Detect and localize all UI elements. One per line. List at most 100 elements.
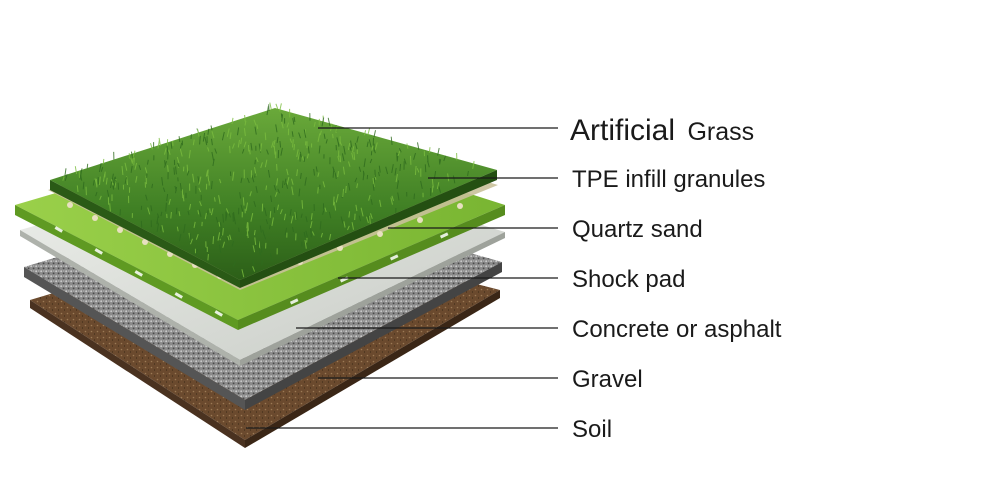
grass-blade: [306, 153, 309, 159]
grass-blade: [313, 168, 315, 176]
grass-blade: [322, 210, 325, 215]
grass-blade: [390, 136, 393, 145]
grass-blade: [286, 176, 290, 185]
grass-blade: [252, 259, 255, 265]
grass-blade: [207, 254, 209, 261]
grass-blade: [293, 144, 295, 151]
grass-blade: [179, 183, 182, 191]
grass-blade: [64, 174, 68, 181]
grass-blade: [178, 233, 182, 242]
grass-blade: [305, 230, 308, 238]
grass-blade: [276, 178, 279, 186]
grass-blade: [173, 167, 175, 175]
grass-blade: [195, 249, 199, 256]
grass-blade: [237, 127, 240, 136]
grass-blade: [240, 204, 244, 213]
grass-blade: [76, 185, 79, 192]
grass-blade: [109, 203, 111, 212]
grass-blade: [295, 211, 298, 221]
grass-blade: [292, 226, 294, 232]
grass-blade: [226, 236, 229, 242]
grass-blade: [291, 178, 294, 185]
grass-blade: [349, 146, 352, 151]
grass-blade: [467, 170, 469, 177]
grass-blade: [300, 172, 302, 179]
grass-blade: [358, 166, 362, 172]
grass-blade: [311, 231, 315, 236]
grass-blade: [272, 139, 276, 148]
grass-blade: [351, 222, 354, 230]
grass-blade: [102, 158, 105, 165]
grass-blade: [258, 241, 261, 249]
grass-blade: [189, 203, 192, 210]
grass-blade: [286, 168, 289, 176]
grass-blade: [262, 229, 265, 236]
grass-blade: [157, 213, 160, 219]
grass-blade: [92, 180, 95, 186]
grass-blade: [270, 195, 273, 202]
grass-blade: [370, 199, 373, 205]
grass-blade: [350, 140, 353, 148]
grass-blade: [226, 128, 230, 137]
grass-blade: [204, 212, 207, 220]
grass-blade: [198, 187, 201, 193]
grass-blade: [399, 163, 402, 171]
grass-blade: [354, 177, 358, 183]
grass-blade: [198, 176, 202, 185]
grass-blade: [398, 148, 402, 153]
grass-blade: [472, 161, 475, 169]
grass-blade: [132, 157, 134, 163]
grass-blade: [301, 200, 304, 209]
grass-blade: [264, 207, 267, 217]
grass-blade: [62, 175, 65, 181]
grass-blade: [207, 169, 209, 177]
grass-blade: [231, 241, 235, 247]
grass-blade: [337, 171, 339, 178]
grass-blade: [348, 161, 351, 167]
grass-blade: [323, 133, 326, 139]
grass-blade: [244, 120, 247, 126]
grass-blade: [263, 234, 267, 240]
grass-blade: [254, 126, 257, 135]
grass-blade: [373, 130, 376, 138]
grass-blade: [249, 149, 251, 155]
grass-blade: [112, 185, 114, 190]
grass-blade: [257, 241, 260, 247]
grass-blade: [187, 210, 190, 216]
grass-blade: [232, 261, 236, 267]
grass-blade: [310, 213, 313, 220]
grass-blade: [360, 207, 364, 217]
grass-blade: [145, 194, 148, 201]
grass-blade: [275, 124, 278, 133]
grass-blade: [252, 266, 256, 272]
grass-blade: [318, 145, 321, 154]
grass-blade: [315, 166, 318, 172]
grass-blade: [207, 175, 210, 182]
grass-blade: [161, 177, 164, 186]
grass-blade: [269, 224, 271, 230]
grass-blade: [175, 166, 177, 175]
grass-blade: [347, 142, 351, 150]
grass-blade: [64, 168, 67, 177]
grass-blade: [209, 208, 211, 214]
grass-blade: [452, 175, 456, 184]
grass-blade: [355, 204, 358, 212]
grass-blade: [102, 173, 106, 182]
grass-blade: [111, 173, 114, 182]
grass-blade: [253, 119, 257, 126]
grass-blade: [260, 162, 263, 168]
grass-blade: [273, 184, 277, 191]
grass-blade: [150, 205, 153, 212]
grass-blade: [182, 194, 185, 202]
grass-blade: [227, 235, 230, 241]
grass-blade: [403, 158, 407, 165]
grass-blade: [217, 232, 221, 241]
grass-blade: [343, 145, 346, 155]
grass-blade: [413, 193, 415, 200]
grass-blade: [190, 238, 193, 245]
grass-blade: [204, 247, 207, 252]
grass-blade: [413, 152, 416, 160]
grass-blade: [164, 147, 167, 155]
grass-blade: [229, 145, 231, 154]
grass-blade: [253, 200, 257, 208]
